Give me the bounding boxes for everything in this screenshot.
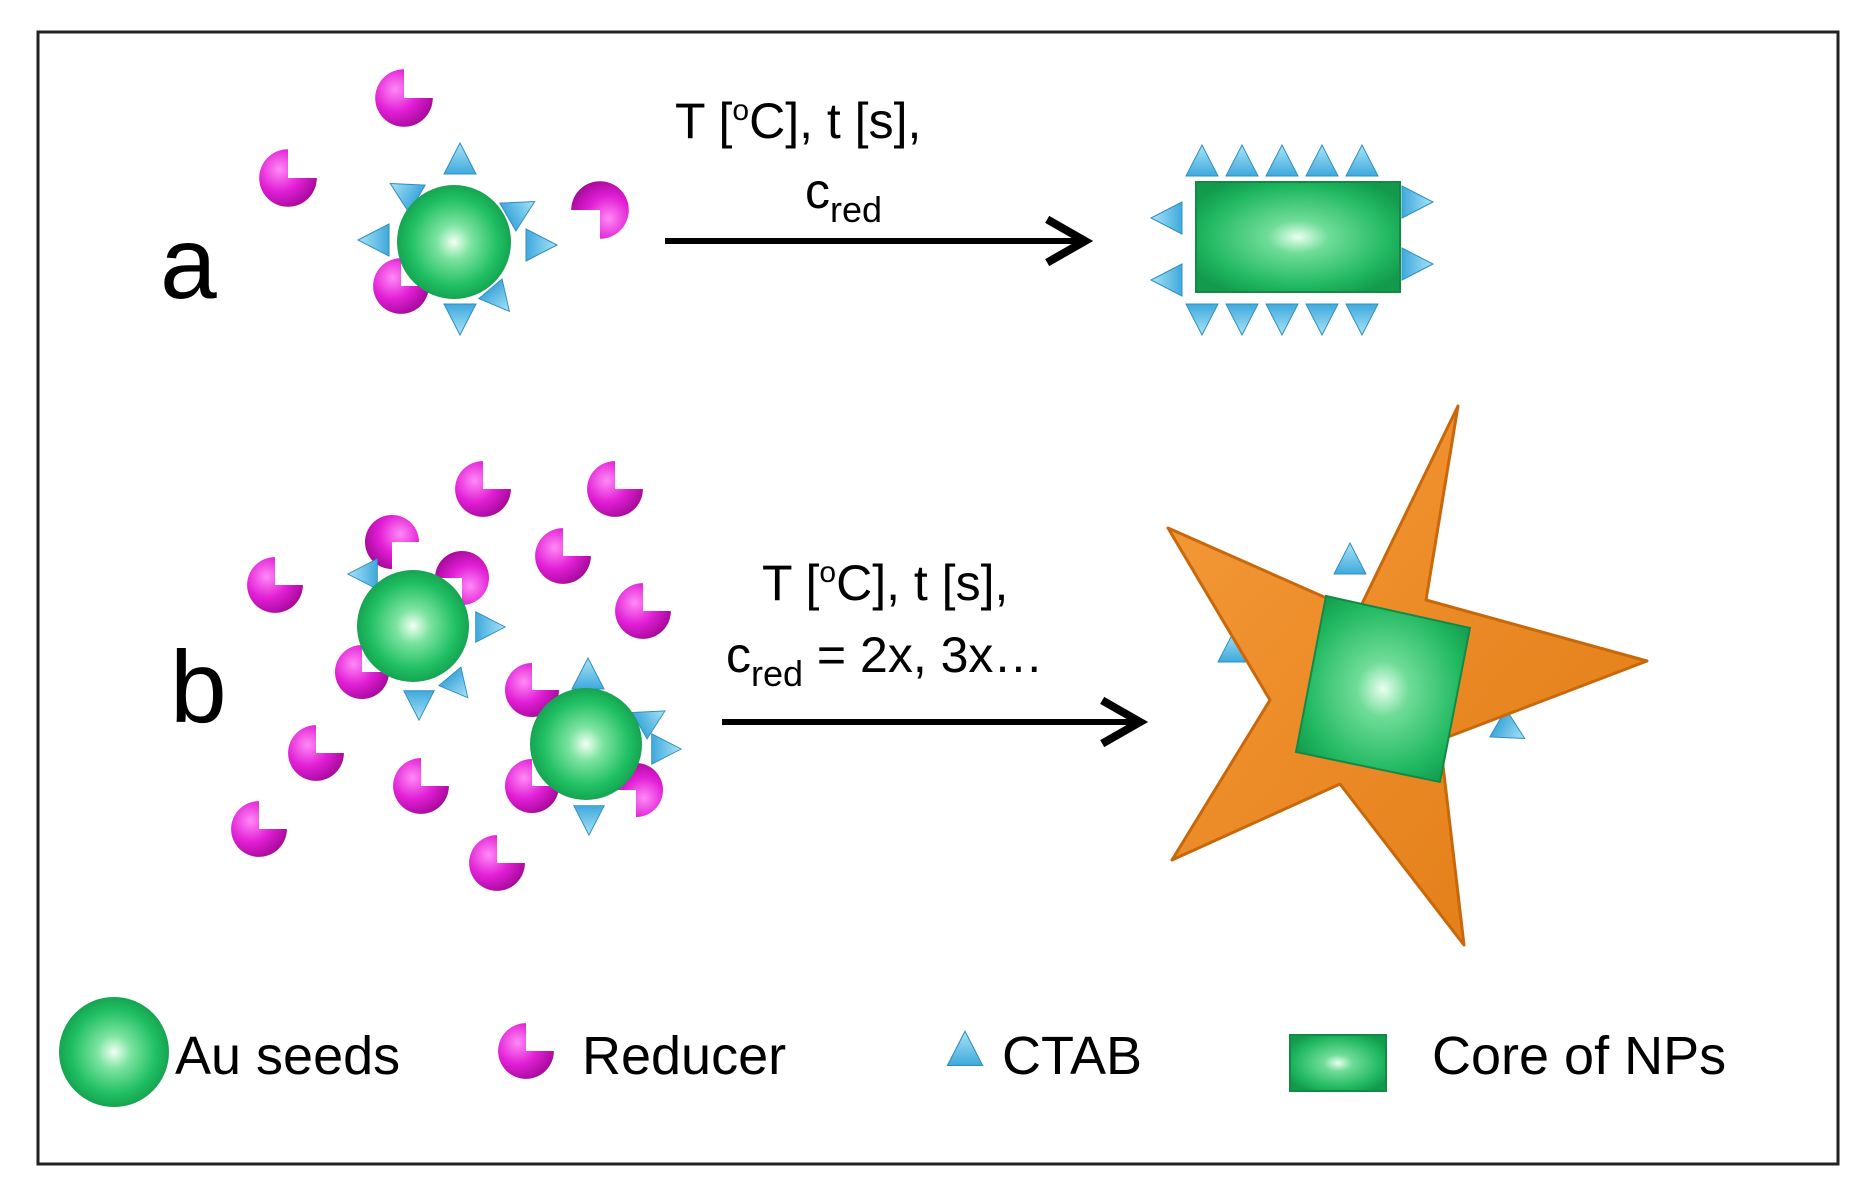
reducer-icon [571, 181, 629, 239]
panel-a-conditions-line2: cred [805, 163, 882, 230]
core-square-icon [1294, 594, 1472, 784]
ctab-icon [1225, 144, 1259, 177]
legend-label-au-seeds: Au seeds [175, 1026, 400, 1086]
legend-item-au-seeds: Au seeds [59, 997, 400, 1107]
ctab-icon [443, 303, 477, 336]
ctab-icon [651, 733, 682, 765]
ctab-icon [1265, 144, 1299, 177]
panel-a-letter: a [160, 206, 217, 320]
reducer-icon [535, 528, 591, 584]
rod-top-ctab [1185, 144, 1379, 177]
ctab-icon [1345, 144, 1379, 177]
ctab-icon [1185, 303, 1219, 336]
ctab-icon [573, 805, 605, 836]
legend-label-core: Core of NPs [1432, 1026, 1726, 1086]
au-seed-icon [530, 688, 642, 800]
ctab-icon [1150, 263, 1183, 297]
seed-cluster-1 [335, 515, 506, 721]
reducer-icon [587, 461, 643, 517]
ctab-icon [1345, 303, 1379, 336]
ctab-icon [571, 657, 605, 690]
panel-b: b [170, 404, 1649, 947]
product-nanostar [1166, 404, 1649, 947]
legend: Au seeds Reducer CTAB Core of NPs [59, 997, 1726, 1107]
core-rod-icon [1195, 181, 1401, 293]
reducer-icon [375, 69, 433, 127]
ctab-icon [347, 558, 378, 590]
ctab-icon [443, 142, 477, 175]
ctab-icon [1401, 185, 1434, 219]
reducer-icon [259, 149, 317, 207]
legend-label-reducer: Reducer [582, 1026, 786, 1086]
legend-item-core: Core of NPs [1289, 1026, 1726, 1092]
ctab-icon [403, 690, 435, 721]
legend-item-ctab: CTAB [946, 1026, 1142, 1086]
legend-item-reducer: Reducer [498, 1023, 786, 1086]
ctab-icon [1305, 144, 1339, 177]
panel-a: a T [oC], t [s], cred [160, 69, 1434, 336]
product-nanorod [1150, 144, 1434, 336]
seed-cluster-2 [505, 657, 682, 836]
panel-b-letter: b [170, 630, 227, 744]
ctab-icon [1265, 303, 1299, 336]
triangle-icon [946, 1030, 984, 1066]
ctab-icon [1305, 303, 1339, 336]
reducer-icon [393, 758, 449, 814]
ctab-icon [1185, 144, 1219, 177]
ctab-icon [1333, 542, 1367, 575]
ctab-icon [475, 611, 506, 643]
au-seed-icon [397, 185, 511, 299]
reducer-icon [455, 461, 511, 517]
reducer-icon [231, 801, 287, 857]
ctab-icon [438, 666, 480, 708]
au-seed-icon [357, 570, 469, 682]
reducer-icon [469, 835, 525, 891]
pacman-icon [498, 1023, 554, 1079]
ctab-icon [1401, 247, 1434, 281]
frame-border [36, 30, 1840, 1166]
ctab-icon [357, 223, 390, 257]
reducer-icon [247, 557, 303, 613]
sphere-icon [59, 997, 169, 1107]
ctab-icon [1225, 303, 1259, 336]
ctab-icon [525, 228, 558, 262]
legend-label-ctab: CTAB [1002, 1026, 1142, 1086]
panel-b-conditions-line2: cred = 2x, 3x… [726, 627, 1043, 694]
square-core-icon [1289, 1034, 1387, 1092]
panel-a-conditions-line1: T [oC], t [s], [675, 93, 921, 149]
reducer-icon [615, 583, 671, 639]
ctab-icon [1150, 201, 1183, 235]
reducer-icon [288, 725, 344, 781]
rod-bottom-ctab [1185, 303, 1379, 336]
panel-b-conditions-line1: T [oC], t [s], [762, 555, 1008, 611]
